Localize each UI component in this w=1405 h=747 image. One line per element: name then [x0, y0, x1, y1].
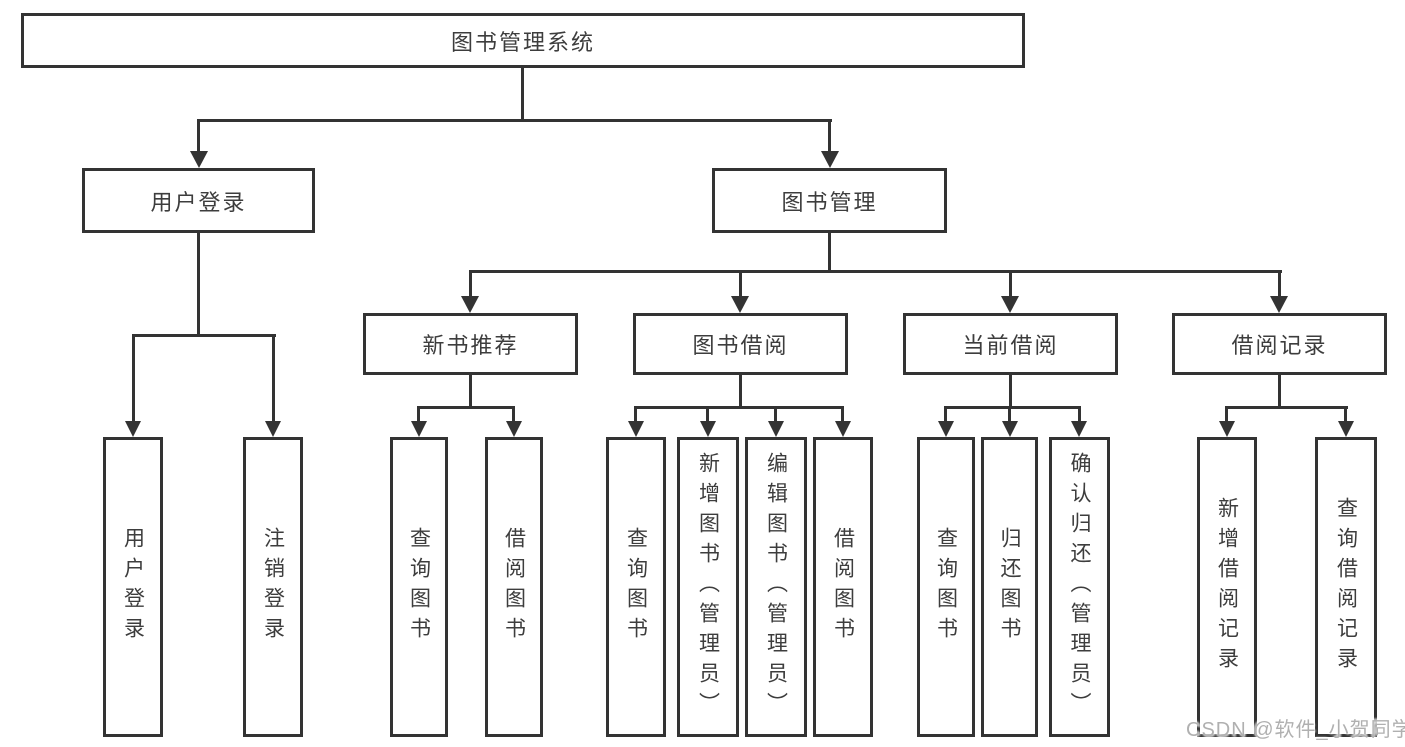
leaf-label: 新增借阅记录 — [1215, 497, 1239, 677]
leaf-confirm-return-admin: 确认归还（管理员） — [1049, 437, 1110, 737]
arrow-down-icon — [700, 421, 716, 437]
arrow-down-icon — [938, 421, 954, 437]
arrow-down-icon — [125, 421, 141, 437]
connector-drop-leaf — [634, 406, 637, 421]
watermark: CSDN @软件_小贺同学 — [1186, 719, 1405, 741]
leaf-label: 查询图书 — [934, 527, 958, 647]
connector-root-hbar — [197, 119, 832, 122]
connector-book-borrow-hbar — [634, 406, 844, 409]
leaf-logout: 注销登录 — [243, 437, 303, 737]
leaf-label: 注销登录 — [261, 527, 285, 647]
connector-drop-leaf — [272, 334, 275, 421]
connector-borrow-records-hbar — [1225, 406, 1348, 409]
node-label: 当前借阅 — [962, 333, 1059, 358]
leaf-query-books-recommend: 查询图书 — [390, 437, 448, 737]
node-book-borrowing: 图书借阅 — [633, 313, 848, 375]
leaf-borrow-books: 借阅图书 — [813, 437, 873, 737]
connector-drop-leaf — [132, 334, 135, 421]
connector-drop-leaf — [944, 406, 947, 421]
arrow-down-icon — [1338, 421, 1354, 437]
node-label: 用户登录 — [150, 189, 247, 215]
node-label: 借阅记录 — [1231, 333, 1328, 358]
leaf-label: 用户登录 — [121, 527, 145, 647]
arrow-down-icon — [628, 421, 644, 437]
leaf-add-books-admin: 新增图书（管理员） — [677, 437, 739, 737]
connector-root-stem — [521, 68, 524, 119]
leaf-label: 确认归还（管理员） — [1068, 452, 1091, 722]
node-label: 图书管理系统 — [450, 29, 595, 55]
arrow-down-icon — [411, 421, 427, 437]
arrow-down-icon — [1071, 421, 1087, 437]
leaf-borrow-books-recommend: 借阅图书 — [485, 437, 543, 737]
node-label: 新书推荐 — [422, 333, 519, 358]
arrow-down-icon — [768, 421, 784, 437]
connector-drop-new-book — [469, 270, 472, 296]
connector-borrow-records-stem — [1278, 375, 1281, 406]
arrow-down-icon — [731, 296, 749, 313]
leaf-label: 编辑图书（管理员） — [764, 452, 788, 722]
connector-drop-leaf — [706, 406, 709, 421]
leaf-add-borrow-record: 新增借阅记录 — [1197, 437, 1257, 737]
arrow-down-icon — [265, 421, 281, 437]
connector-new-book-stem — [469, 375, 472, 406]
connector-drop-borrow-records — [1278, 270, 1281, 296]
connector-drop-leaf — [1078, 406, 1081, 421]
connector-drop-leaf — [1225, 406, 1228, 421]
arrow-down-icon — [190, 151, 208, 168]
leaf-user-login: 用户登录 — [103, 437, 163, 737]
connector-drop-leaf — [1344, 406, 1347, 421]
node-current-borrowing: 当前借阅 — [903, 313, 1118, 375]
leaf-label: 查询图书 — [624, 527, 648, 647]
arrow-down-icon — [835, 421, 851, 437]
node-new-book-recommend: 新书推荐 — [363, 313, 578, 375]
leaf-label: 新增图书（管理员） — [696, 452, 720, 722]
node-label: 图书管理 — [781, 189, 878, 215]
connector-new-book-hbar — [417, 406, 514, 409]
connector-drop-current-borrow — [1009, 270, 1012, 296]
arrow-down-icon — [1270, 296, 1288, 313]
connector-current-borrow-stem — [1009, 375, 1012, 406]
node-book-management-system: 图书管理系统 — [21, 13, 1025, 68]
connector-book-mgmt-hbar — [469, 270, 1282, 273]
arrow-down-icon — [1002, 421, 1018, 437]
connector-drop-book-borrow — [739, 270, 742, 296]
connector-drop-leaf — [512, 406, 515, 421]
leaf-query-borrow-record: 查询借阅记录 — [1315, 437, 1377, 737]
leaf-return-books: 归还图书 — [981, 437, 1038, 737]
leaf-label: 归还图书 — [998, 527, 1021, 647]
connector-book-borrow-stem — [739, 375, 742, 406]
connector-drop-leaf — [1008, 406, 1011, 421]
node-label: 图书借阅 — [692, 333, 789, 358]
node-user-login: 用户登录 — [82, 168, 315, 233]
connector-drop-book-management — [828, 119, 831, 153]
connector-book-mgmt-stem — [828, 233, 831, 270]
connector-drop-user-login — [197, 119, 200, 153]
connector-user-login-hbar — [132, 334, 276, 337]
leaf-label: 查询图书 — [407, 527, 431, 647]
connector-drop-leaf — [841, 406, 844, 421]
connector-current-borrow-hbar — [944, 406, 1080, 409]
leaf-label: 借阅图书 — [502, 527, 526, 647]
leaf-query-books-borrow: 查询图书 — [606, 437, 666, 737]
leaf-edit-books-admin: 编辑图书（管理员） — [745, 437, 807, 737]
connector-user-login-stem — [197, 233, 200, 334]
arrow-down-icon — [1001, 296, 1019, 313]
arrow-down-icon — [461, 296, 479, 313]
arrow-down-icon — [506, 421, 522, 437]
leaf-label: 借阅图书 — [831, 527, 855, 647]
arrow-down-icon — [1219, 421, 1235, 437]
arrow-down-icon — [821, 151, 839, 168]
connector-drop-leaf — [774, 406, 777, 421]
connector-drop-leaf — [417, 406, 420, 421]
leaf-query-books-current: 查询图书 — [917, 437, 975, 737]
node-borrowing-records: 借阅记录 — [1172, 313, 1387, 375]
leaf-label: 查询借阅记录 — [1334, 497, 1358, 677]
node-book-management: 图书管理 — [712, 168, 947, 233]
